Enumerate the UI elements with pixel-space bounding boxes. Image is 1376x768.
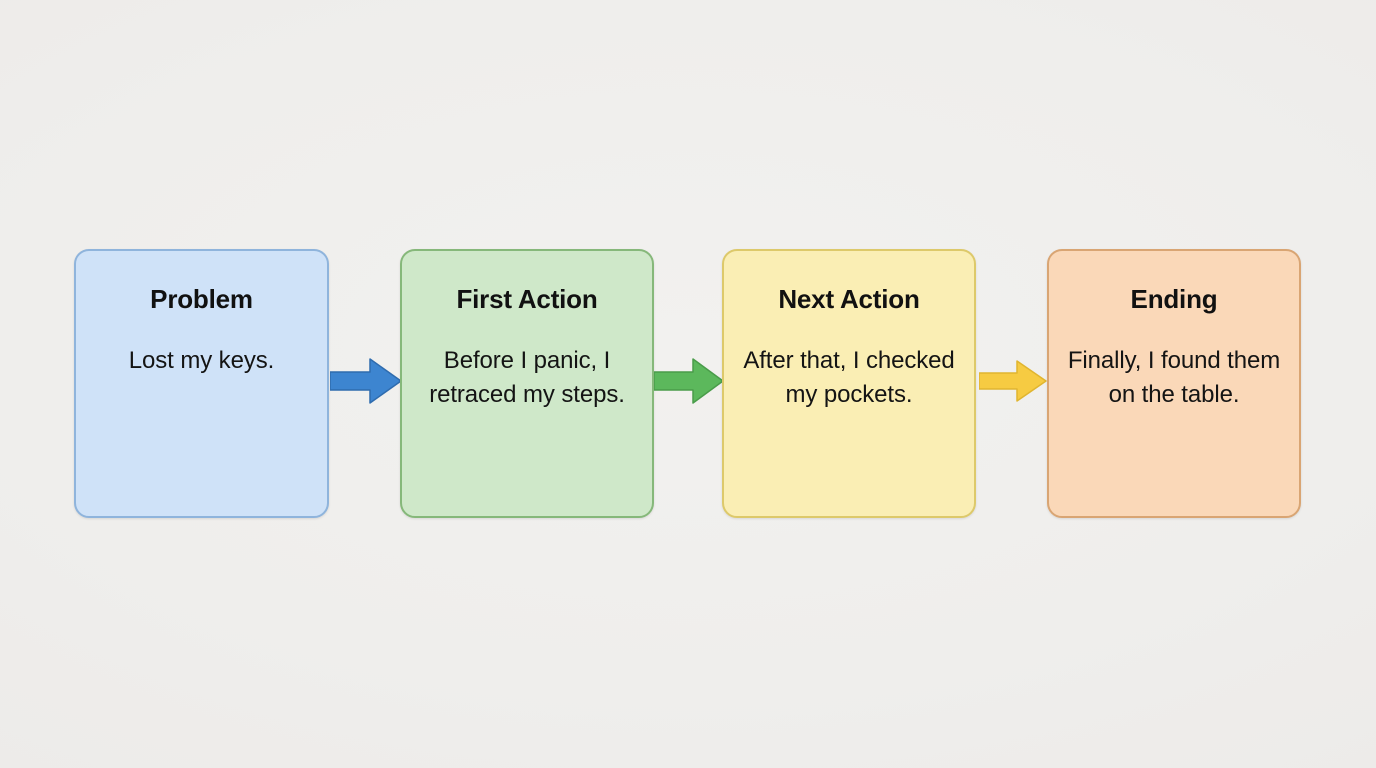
- flow-node-body: Finally, I found them on the table.: [1067, 346, 1281, 408]
- flow-arrow-next-action-to-ending: [979, 356, 1047, 406]
- flow-node-title: First Action: [456, 284, 598, 314]
- flow-node-body: After that, I checked my pockets.: [743, 346, 955, 408]
- flow-node-title: Next Action: [778, 284, 920, 314]
- flow-arrow-problem-to-first-action: [330, 356, 402, 406]
- flow-node-title: Ending: [1130, 284, 1218, 314]
- right-arrow-icon: [654, 358, 724, 404]
- right-arrow-icon: [330, 358, 402, 404]
- flow-node-first-action[interactable]: First Action Before I panic, I retraced …: [400, 249, 654, 518]
- flow-node-title: Problem: [150, 284, 253, 314]
- flow-node-ending[interactable]: Ending Finally, I found them on the tabl…: [1047, 249, 1301, 518]
- right-arrow-icon: [979, 360, 1047, 402]
- flow-arrow-first-action-to-next-action: [654, 356, 724, 406]
- flow-node-body: Lost my keys.: [128, 346, 275, 374]
- flow-node-body: Before I panic, I retraced my steps.: [429, 346, 625, 408]
- flow-node-next-action[interactable]: Next Action After that, I checked my poc…: [722, 249, 976, 518]
- flow-node-problem[interactable]: Problem Lost my keys.: [74, 249, 329, 518]
